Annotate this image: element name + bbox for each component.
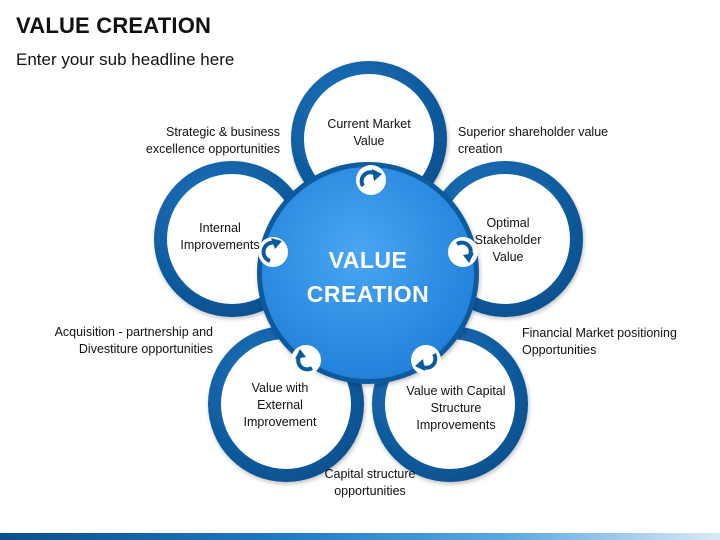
side-label-right: Financial Market positioning Opportuniti… (522, 326, 677, 357)
circular-arrow-icon (258, 237, 288, 267)
petal-label-current-market: Current Market Value (327, 117, 411, 148)
footer-bar (0, 533, 720, 540)
page-title: VALUE CREATION (16, 13, 212, 38)
petal-label-internal-improvements: Internal Improvements (180, 221, 260, 252)
side-label-top-left: Strategic & business excellence opportun… (145, 125, 280, 156)
side-label-top-right: Superior shareholder value creation (458, 125, 609, 156)
side-label-bottom: Capital structure opportunities (324, 467, 416, 498)
center-circle (257, 162, 479, 384)
petal-label-capital-structure: Value with Capital Structure Improvement… (406, 384, 506, 432)
center-label: VALUE CREATION (288, 243, 448, 311)
circular-arrow-icon (448, 237, 478, 267)
page-subtitle: Enter your sub headline here (16, 50, 235, 69)
circular-arrow-icon (356, 165, 386, 195)
petal-label-optimal-stakeholder: Optimal Stakeholder Value (474, 216, 542, 264)
circular-arrow-icon (291, 345, 321, 375)
center-label-line1: VALUE (328, 247, 408, 273)
circular-arrow-icon (411, 345, 441, 375)
center-label-line2: CREATION (306, 281, 430, 307)
side-label-left: Acquisition - partnership and Divestitur… (54, 325, 213, 356)
petal-label-external-improvement: Value with External Improvement (243, 381, 317, 429)
